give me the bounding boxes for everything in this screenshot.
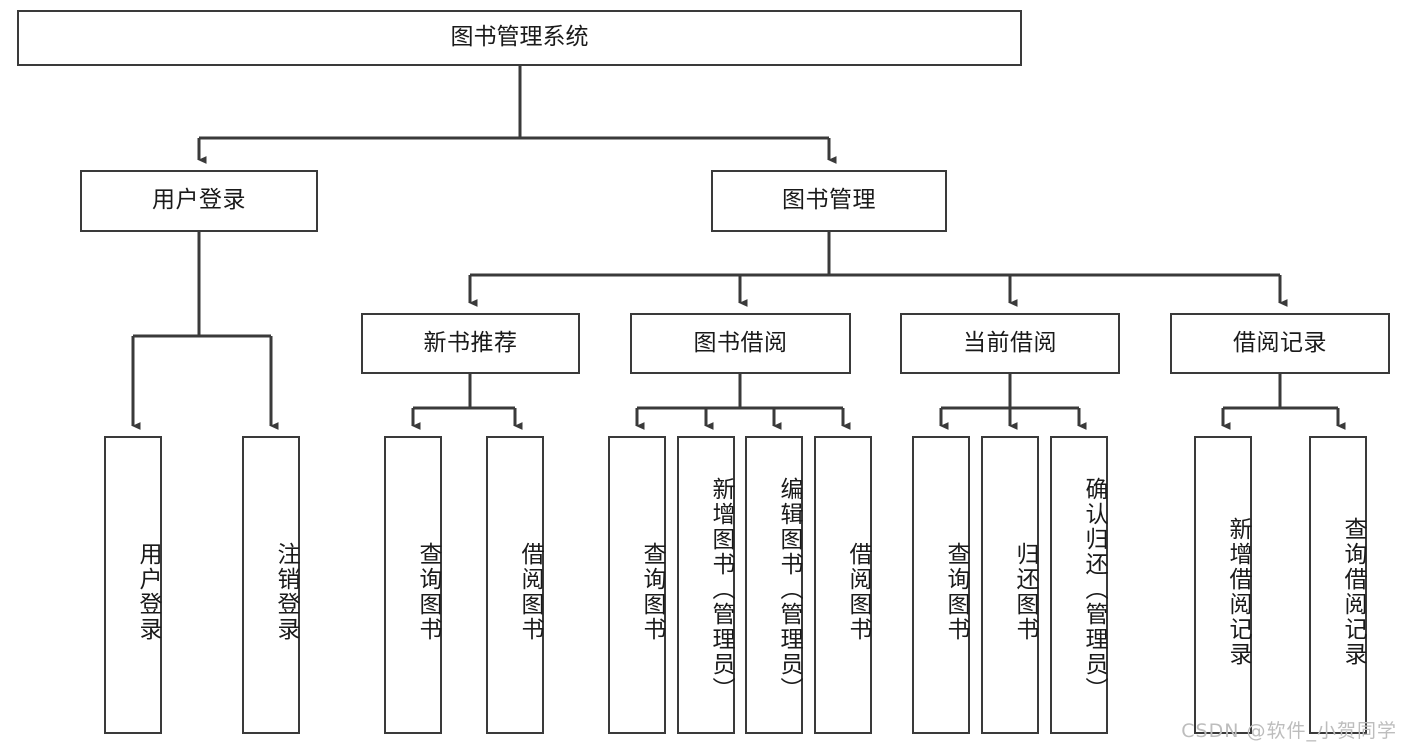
node-book-management[interactable]: 图书管理 — [711, 170, 947, 232]
node-leaf-add-book-label: 新增图书（管理员） — [708, 476, 734, 702]
node-book-borrow[interactable]: 图书借阅 — [630, 313, 851, 374]
node-leaf-query-record[interactable]: 查询借阅记录 — [1309, 436, 1367, 734]
node-leaf-query-book-1[interactable]: 查询图书 — [384, 436, 442, 734]
node-borrow-record[interactable]: 借阅记录 — [1170, 313, 1390, 374]
node-leaf-query-book-3[interactable]: 查询图书 — [912, 436, 970, 734]
node-new-book-recommend-label: 新书推荐 — [423, 329, 518, 356]
node-leaf-edit-book[interactable]: 编辑图书（管理员） — [745, 436, 803, 734]
node-leaf-return-book[interactable]: 归还图书 — [981, 436, 1039, 734]
node-leaf-return-book-label: 归还图书 — [1012, 542, 1038, 642]
node-leaf-confirm-return[interactable]: 确认归还（管理员） — [1050, 436, 1108, 734]
node-leaf-edit-book-label: 编辑图书（管理员） — [776, 476, 802, 702]
node-new-book-recommend[interactable]: 新书推荐 — [361, 313, 580, 374]
node-root-label: 图书管理系统 — [450, 24, 589, 51]
node-leaf-user-logout[interactable]: 注销登录 — [242, 436, 300, 734]
node-user-login-label: 用户登录 — [152, 187, 246, 214]
node-root[interactable]: 图书管理系统 — [17, 10, 1022, 66]
node-leaf-add-record-label: 新增借阅记录 — [1225, 517, 1251, 667]
node-leaf-query-book-2-label: 查询图书 — [639, 542, 665, 642]
node-current-borrow-label: 当前借阅 — [963, 329, 1057, 356]
node-leaf-query-book-3-label: 查询图书 — [943, 542, 969, 642]
node-leaf-add-record[interactable]: 新增借阅记录 — [1194, 436, 1252, 734]
node-leaf-add-book[interactable]: 新增图书（管理员） — [677, 436, 735, 734]
node-leaf-user-login[interactable]: 用户登录 — [104, 436, 162, 734]
node-leaf-user-logout-label: 注销登录 — [273, 542, 299, 642]
watermark: CSDN @软件_小贺同学 — [1181, 720, 1397, 742]
node-book-management-label: 图书管理 — [782, 187, 876, 214]
node-leaf-query-book-1-label: 查询图书 — [415, 542, 441, 642]
node-leaf-query-record-label: 查询借阅记录 — [1340, 517, 1366, 667]
node-leaf-borrow-book-2-label: 借阅图书 — [845, 542, 871, 642]
node-leaf-user-login-label: 用户登录 — [135, 542, 161, 642]
node-user-login[interactable]: 用户登录 — [80, 170, 318, 232]
node-book-borrow-label: 图书借阅 — [693, 329, 788, 356]
node-leaf-borrow-book-2[interactable]: 借阅图书 — [814, 436, 872, 734]
node-borrow-record-label: 借阅记录 — [1233, 329, 1327, 356]
node-leaf-borrow-book-1[interactable]: 借阅图书 — [486, 436, 544, 734]
node-leaf-borrow-book-1-label: 借阅图书 — [517, 542, 543, 642]
node-current-borrow[interactable]: 当前借阅 — [900, 313, 1120, 374]
node-leaf-query-book-2[interactable]: 查询图书 — [608, 436, 666, 734]
node-leaf-confirm-return-label: 确认归还（管理员） — [1081, 476, 1107, 702]
